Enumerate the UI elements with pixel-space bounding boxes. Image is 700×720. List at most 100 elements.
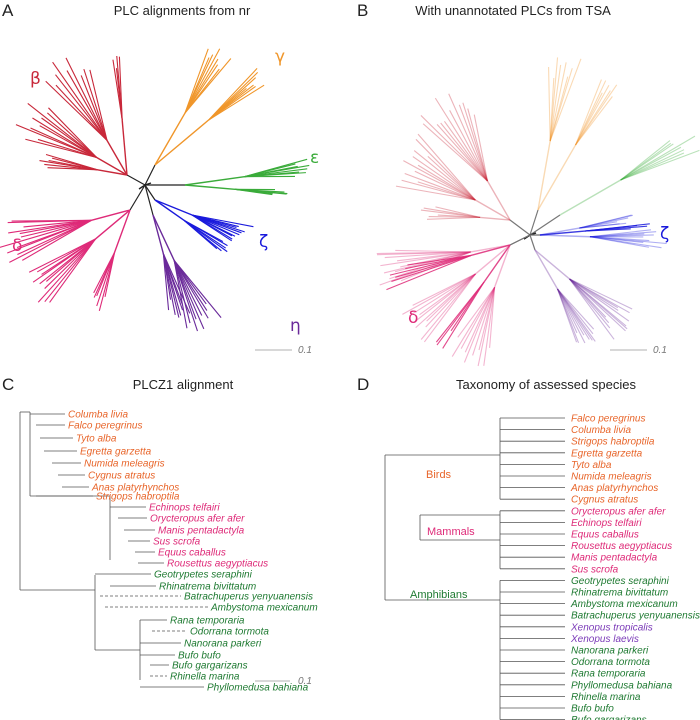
leaf-delta (41, 238, 96, 275)
leaf-delta (402, 273, 476, 315)
leaf-beta (434, 97, 488, 182)
species-label-c: Columba livia (68, 410, 128, 421)
branch-delta (475, 244, 511, 275)
leaf-zeta (589, 236, 650, 242)
leaf-eta (162, 253, 191, 314)
species-label-d: Equus caballus (571, 530, 639, 541)
leaf-beta (448, 93, 489, 182)
branch-gamma (154, 112, 186, 166)
leaf-beta (417, 181, 476, 201)
leaf-delta-hl (435, 281, 485, 343)
leaf-delta (451, 286, 496, 357)
leaf-gamma (184, 64, 219, 114)
species-label-d: Strigops habroptila (571, 437, 655, 448)
branch-gamma (537, 144, 577, 211)
leaf-delta-hl (386, 254, 472, 291)
panel-b: B With unannotated PLCs from TSA ζ δ 0.1 (357, 1, 700, 367)
branch-zeta (154, 199, 193, 216)
branch-zeta (539, 234, 590, 238)
species-label-c: Bufo gargarizans (172, 661, 248, 672)
leaf-delta (416, 273, 476, 321)
leaf-epsilon (620, 149, 685, 181)
leaf-beta (45, 153, 98, 171)
leaf-beta (467, 108, 489, 182)
species-label-d: Xenopus tropicalis (570, 622, 653, 633)
leaf-eta (557, 288, 594, 335)
branch-delta (113, 209, 131, 253)
leaf-beta (423, 207, 481, 218)
leaf-delta (17, 219, 92, 256)
leaf-eta (569, 278, 610, 324)
stem-beta (126, 174, 146, 186)
species-label-d: Egretta garzetta (571, 448, 643, 459)
leaf-delta (22, 219, 92, 261)
species-label-c: Equus caballus (158, 548, 226, 559)
leaf-eta (556, 288, 578, 343)
branch-beta (475, 199, 511, 221)
species-label-d: Echinops telfairi (571, 518, 642, 529)
branch-gamma (537, 140, 551, 211)
leaf-beta (413, 150, 476, 201)
leaf-gamma (549, 68, 573, 142)
branch-delta (493, 244, 511, 288)
label-beta: β (30, 69, 41, 89)
leaf-beta (32, 117, 97, 158)
leaf-eta (557, 288, 593, 341)
leaf-delta (419, 273, 476, 316)
leaf-zeta (589, 236, 649, 248)
leaf-beta (89, 69, 108, 141)
leaf-beta (45, 80, 108, 141)
leaf-delta (423, 273, 476, 343)
leaf-gamma (184, 58, 232, 114)
species-label-d: Sus scrofa (571, 564, 619, 575)
leaf-gamma (549, 62, 567, 142)
branch-beta (97, 169, 128, 176)
leaf-beta (48, 107, 98, 158)
species-label-c: Manis pentadactyla (158, 526, 245, 537)
branch-beta (106, 140, 128, 176)
leaf-zeta (589, 236, 662, 249)
species-label-d: Bufo bufo (571, 704, 614, 715)
leaf-epsilon (234, 188, 273, 196)
species-label-d: Geotrypetes seraphini (571, 576, 670, 587)
leaf-delta (28, 238, 96, 273)
species-label-c: Cygnus atratus (88, 471, 155, 482)
leaf-eta (173, 260, 205, 330)
leaf-delta (478, 287, 496, 351)
branch-eta (534, 249, 559, 290)
species-label-d: Anas platyrhynchos (570, 483, 658, 494)
species-label-c: Phyllomedusa bahiana (207, 683, 309, 694)
leaf-delta (384, 251, 471, 259)
species-label-d: Orycteropus afer afer (571, 506, 666, 517)
leaf-beta (427, 155, 476, 201)
species-label-d: Xenopus laevis (570, 634, 639, 645)
leaf-delta-hl (407, 254, 472, 266)
branch-epsilon (559, 179, 621, 216)
leaf-gamma (575, 84, 618, 146)
leaf-beta (420, 209, 481, 218)
leaf-zeta (589, 234, 654, 238)
species-label-c: Numida meleagris (84, 459, 165, 470)
panel-b-title: With unannotated PLCs from TSA (415, 3, 611, 18)
species-label-c: Egretta garzetta (80, 447, 152, 458)
leaf-delta (376, 251, 471, 256)
leaf-epsilon (620, 146, 682, 181)
leaf-zeta (589, 236, 667, 245)
leaf-delta (457, 286, 496, 338)
leaf-eta (569, 278, 633, 310)
species-label-c: Rhinella marina (170, 672, 240, 683)
leaf-beta (37, 138, 97, 159)
leaf-delta (16, 219, 92, 249)
leaf-eta (173, 260, 209, 319)
leaf-beta (443, 120, 488, 182)
leaf-eta (569, 278, 628, 330)
leaf-delta (425, 273, 476, 328)
branch-epsilon (184, 175, 245, 186)
leaf-delta (460, 287, 496, 349)
leaf-eta (569, 278, 615, 340)
branch-delta-hl (483, 244, 511, 283)
species-label-d: Phyllomedusa bahiana (571, 680, 673, 691)
leaf-delta (412, 273, 476, 306)
stem-delta (129, 184, 146, 211)
